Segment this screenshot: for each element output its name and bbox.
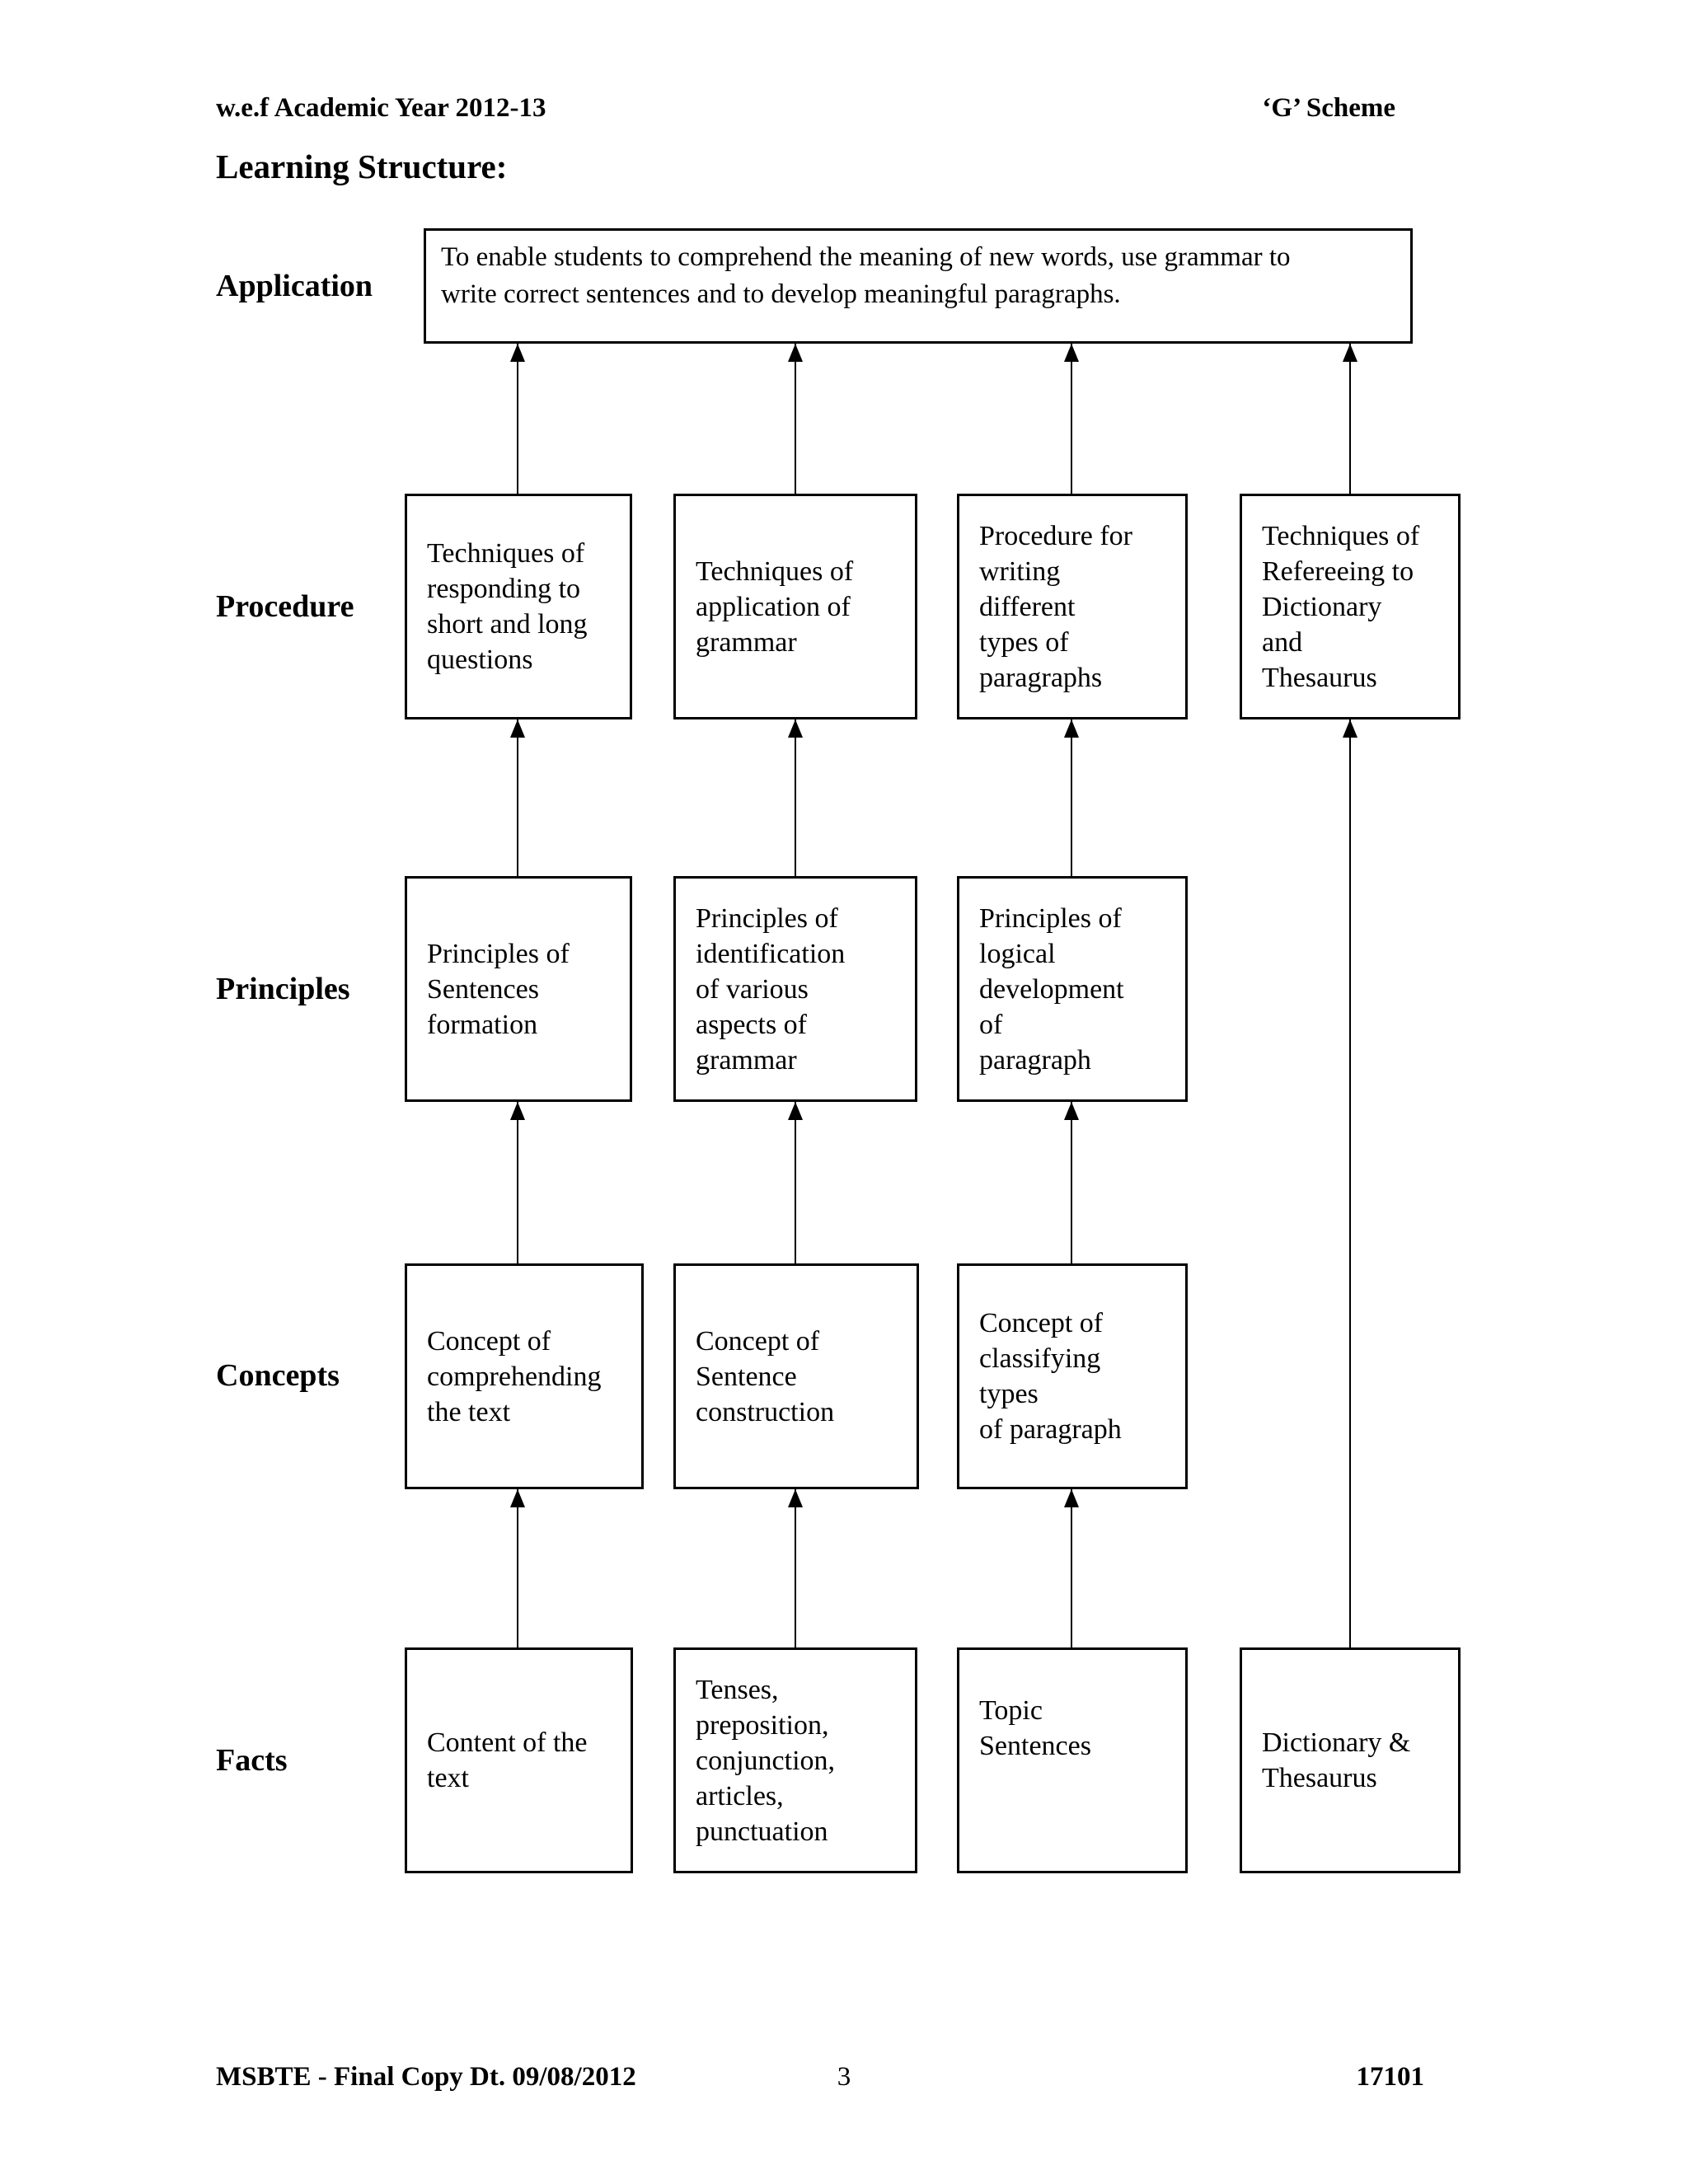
arrow-concepts-to-principles-col3-icon (1064, 1102, 1079, 1263)
principles-box-3: Principles of logical development of par… (957, 876, 1188, 1102)
facts-box-2: Tenses, preposition, conjunction, articl… (673, 1647, 917, 1873)
row-label-concepts: Concepts (216, 1358, 340, 1393)
arrow-concepts-to-principles-col1-icon (510, 1102, 525, 1263)
footer-doc-code: 17101 (1356, 2062, 1425, 2092)
concepts-box-2: Concept of Sentence construction (673, 1263, 919, 1489)
concepts-box-1: Concept of comprehending the text (405, 1263, 644, 1489)
arrow-concepts-to-principles-col2-icon (788, 1102, 803, 1263)
row-label-principles: Principles (216, 972, 350, 1006)
row-label-facts: Facts (216, 1743, 288, 1778)
arrow-procedure-to-application-col2-icon (788, 344, 803, 494)
principles-box-1: Principles of Sentences formation (405, 876, 632, 1102)
header-scheme-label: ‘G’ Scheme (1262, 93, 1395, 123)
procedure-box-1: Techniques of responding to short and lo… (405, 494, 632, 719)
procedure-box-2: Techniques of application of grammar (673, 494, 917, 719)
arrow-procedure-to-application-col4-icon (1343, 344, 1357, 494)
arrow-facts-to-procedure-col4-icon (1343, 719, 1357, 1647)
row-label-procedure: Procedure (216, 589, 354, 624)
arrow-principles-to-procedure-col2-icon (788, 719, 803, 876)
row-label-application: Application (216, 269, 373, 303)
arrow-principles-to-procedure-col1-icon (510, 719, 525, 876)
principles-box-2: Principles of identification of various … (673, 876, 917, 1102)
page-title: Learning Structure: (216, 148, 508, 185)
arrow-procedure-to-application-col1-icon (510, 344, 525, 494)
arrow-principles-to-procedure-col3-icon (1064, 719, 1079, 876)
procedure-box-3: Procedure for writing different types of… (957, 494, 1188, 719)
facts-box-1: Content of the text (405, 1647, 633, 1873)
arrow-facts-to-concepts-col3-icon (1064, 1489, 1079, 1647)
footer-page-number: 3 (837, 2062, 851, 2092)
application-box: To enable students to comprehend the mea… (424, 228, 1413, 344)
concepts-box-3: Concept of classifying types of paragrap… (957, 1263, 1188, 1489)
arrow-facts-to-concepts-col1-icon (510, 1489, 525, 1647)
facts-box-4: Dictionary & Thesaurus (1240, 1647, 1461, 1873)
arrow-facts-to-concepts-col2-icon (788, 1489, 803, 1647)
footer-doc-info: MSBTE - Final Copy Dt. 09/08/2012 (216, 2062, 636, 2092)
facts-box-3: Topic Sentences (957, 1647, 1188, 1873)
header-effective-date: w.e.f Academic Year 2012-13 (216, 93, 546, 123)
procedure-box-4: Techniques of Refereeing to Dictionary a… (1240, 494, 1461, 719)
arrow-procedure-to-application-col3-icon (1064, 344, 1079, 494)
